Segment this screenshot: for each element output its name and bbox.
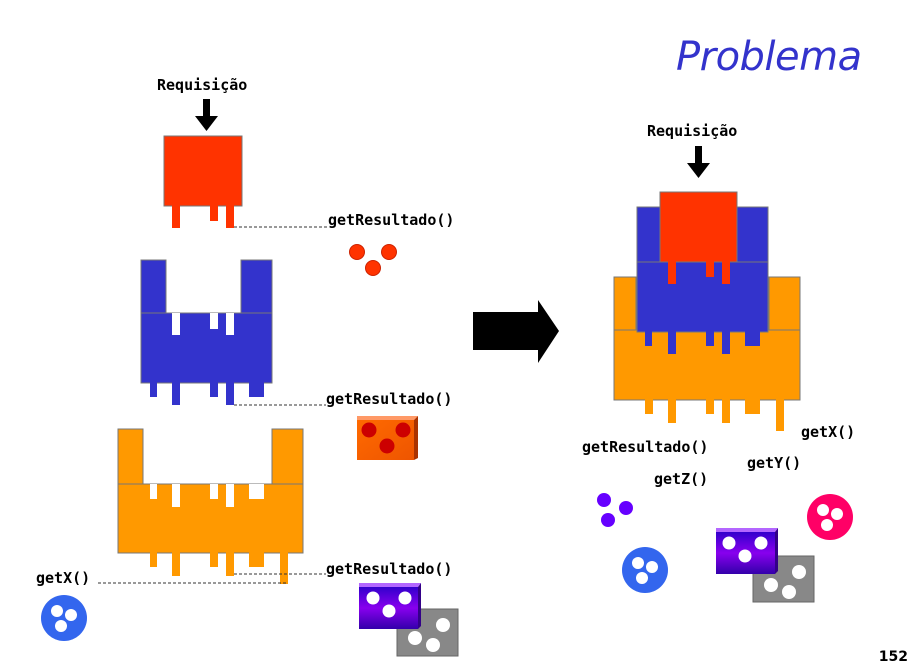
result-label-right: getResultado() — [582, 438, 708, 456]
request-label-left: Requisição — [157, 76, 247, 94]
pink-ball-icon — [807, 494, 853, 540]
result-label-red: getResultado() — [328, 211, 454, 229]
left-stack: Requisição getResultado() — [36, 76, 459, 657]
orange-component — [117, 428, 304, 584]
red-component — [163, 135, 243, 228]
blue-ball-icon — [41, 595, 87, 641]
getz-label-right: getZ() — [654, 470, 708, 488]
gray-box-right-icon — [752, 555, 815, 603]
combined-blue-component — [636, 206, 769, 354]
purple-balls-icon — [597, 493, 633, 527]
request-label-right: Requisição — [647, 122, 737, 140]
result-label-orange: getResultado() — [326, 560, 452, 578]
getx-label-right: getX() — [801, 423, 855, 441]
blue-ball-right-icon — [622, 547, 668, 593]
gety-label-right: getY() — [747, 454, 801, 472]
purple-box-right-icon — [716, 528, 778, 574]
right-stack: Requisição — [582, 122, 855, 603]
page-number: 152 — [878, 649, 908, 665]
slide-title: Problema — [676, 34, 862, 80]
combined-red-component — [659, 191, 738, 284]
red-balls-icon — [349, 244, 397, 276]
blue-component — [140, 259, 273, 405]
right-arrow-icon — [473, 300, 559, 363]
getx-label-left: getX() — [36, 569, 90, 587]
down-arrow-left-icon — [195, 99, 218, 131]
down-arrow-right-icon — [687, 146, 710, 178]
result-label-blue: getResultado() — [326, 390, 452, 408]
purple-box-icon — [359, 583, 421, 629]
red-box-icon — [357, 416, 418, 460]
